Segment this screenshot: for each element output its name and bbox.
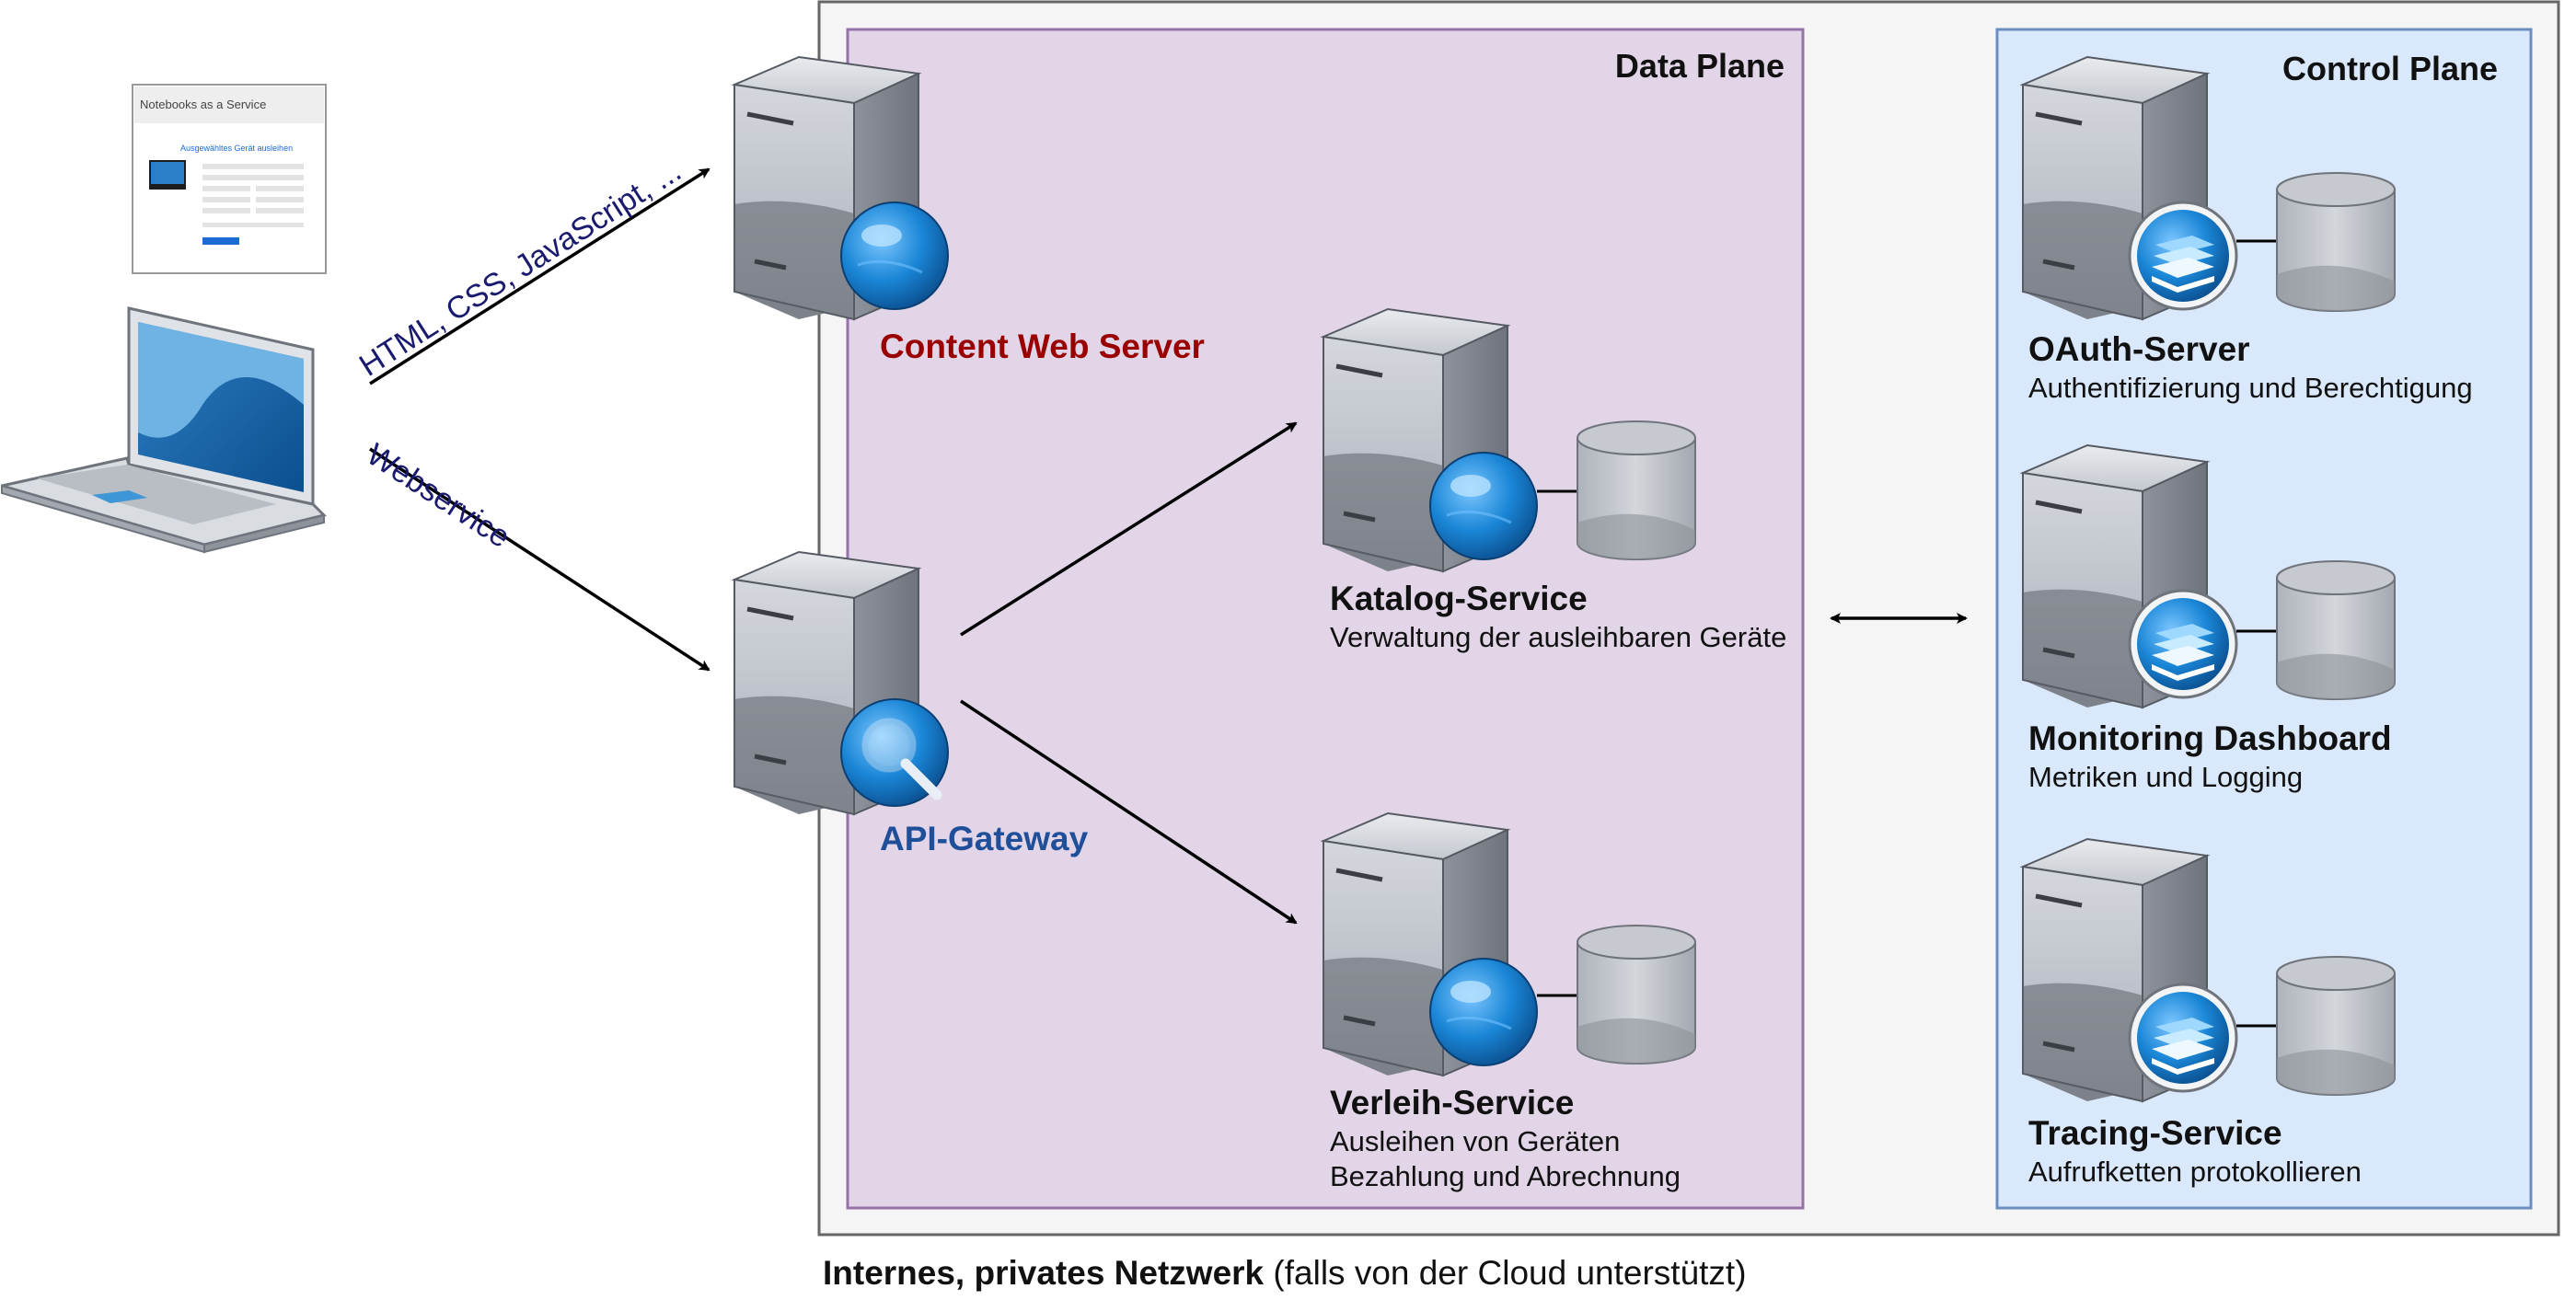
database-icon [1577, 925, 1696, 1064]
monitoring-dashboard: Monitoring Dashboard Metriken und Loggin… [2023, 445, 2396, 793]
globe-icon [1428, 957, 1539, 1067]
magnifier-icon [841, 699, 948, 806]
verleih-service-desc-2: Bezahlung und Abrechnung [1330, 1160, 1681, 1192]
arrow-label-content: HTML, CSS, JavaScript, ... [353, 153, 687, 383]
oauth-server-desc: Authentifizierung und Berechtigung [2028, 372, 2473, 404]
database-icon [2276, 560, 2396, 700]
verleih-service-desc-1: Ausleihen von Geräten [1330, 1125, 1620, 1157]
tracing-service-desc: Aufrufketten protokollieren [2028, 1156, 2362, 1188]
browser-screenshot: Notebooks as a Service Ausgewähltes Gerä… [132, 84, 327, 274]
database-icon [2276, 172, 2396, 312]
verleih-service: Verleih-Service Ausleihen von Geräten Be… [1323, 813, 1696, 1192]
oauth-server-title: OAuth-Server [2028, 330, 2250, 368]
data-plane-label: Data Plane [1615, 47, 1785, 85]
network-caption-normal: (falls von der Cloud unterstützt) [1264, 1254, 1746, 1292]
tracing-service: Tracing-Service Aufrufketten protokollie… [2023, 839, 2396, 1188]
screenshot-title: Notebooks as a Service [140, 98, 266, 111]
arrow-client-to-gateway [369, 447, 710, 672]
content-web-server: Content Web Server [734, 57, 1205, 365]
stack-icon [2128, 589, 2238, 699]
network-caption: Internes, privates Netzwerk (falls von d… [823, 1254, 1747, 1292]
laptop-icon [1, 306, 327, 554]
verleih-service-title: Verleih-Service [1330, 1084, 1574, 1122]
screenshot-heading: Ausgewähltes Gerät ausleihen [180, 144, 293, 153]
stack-icon [2128, 983, 2238, 1093]
katalog-service-title: Katalog-Service [1330, 580, 1588, 617]
katalog-service: Katalog-Service Verwaltung der ausleihba… [1323, 309, 1786, 653]
globe-icon [1428, 451, 1539, 561]
tracing-service-title: Tracing-Service [2028, 1114, 2282, 1152]
katalog-service-desc: Verwaltung der ausleihbaren Geräte [1330, 621, 1786, 653]
api-gateway: API-Gateway [734, 552, 1089, 857]
monitoring-dashboard-title: Monitoring Dashboard [2028, 719, 2392, 757]
api-gateway-label: API-Gateway [880, 820, 1089, 857]
arrow-gateway-to-katalog [960, 421, 1298, 637]
arrow-gateway-to-verleih [960, 699, 1298, 925]
network-caption-bold: Internes, privates Netzwerk [823, 1254, 1265, 1292]
globe-icon [839, 201, 950, 311]
database-icon [1577, 420, 1696, 560]
monitoring-dashboard-desc: Metriken und Logging [2028, 761, 2303, 793]
stack-icon [2128, 201, 2238, 311]
content-web-server-label: Content Web Server [880, 328, 1205, 365]
control-plane-label: Control Plane [2282, 50, 2498, 87]
arrow-client-to-content [369, 167, 710, 385]
oauth-server: OAuth-Server Authentifizierung und Berec… [2023, 57, 2473, 404]
arrow-label-gateway: Webservice [361, 437, 516, 555]
database-icon [2276, 956, 2396, 1096]
